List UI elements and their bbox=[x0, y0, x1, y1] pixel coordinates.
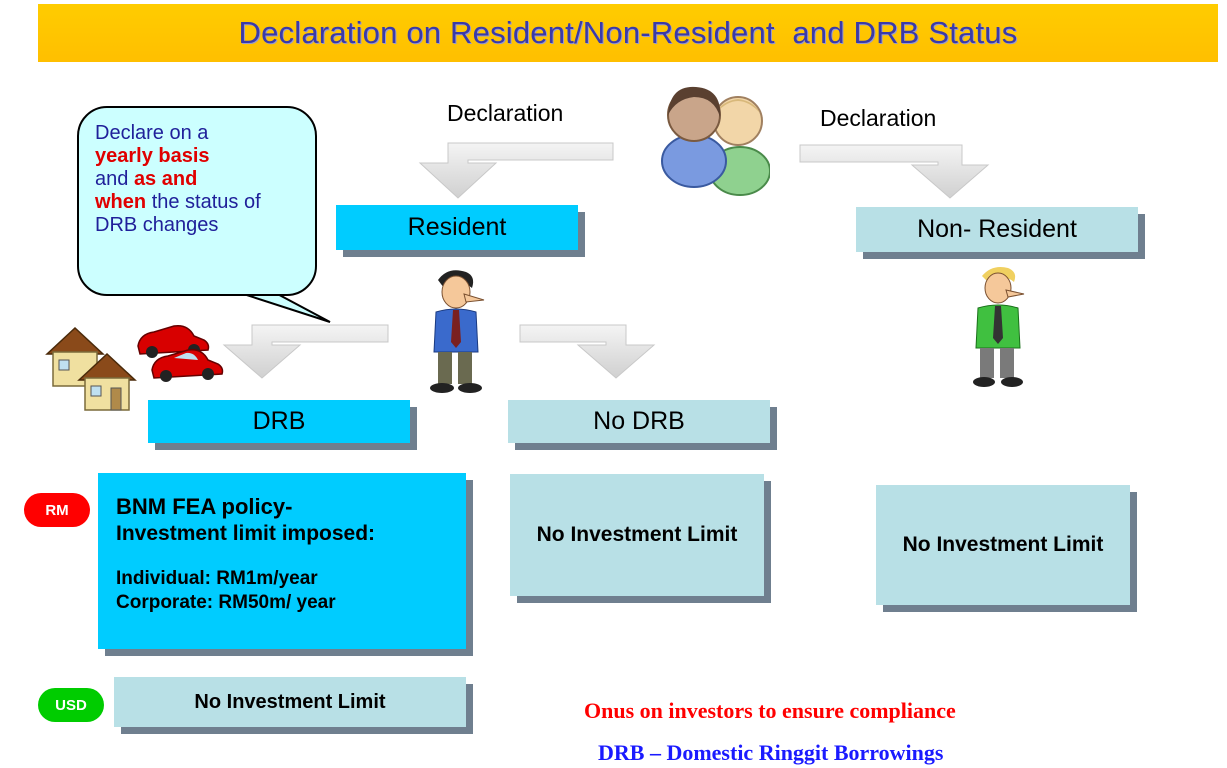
resident-box: Resident bbox=[336, 205, 578, 250]
policy-individual: Individual: RM1m/year bbox=[116, 567, 318, 589]
drb-definition: DRB – Domestic Ringgit Borrowings bbox=[598, 740, 944, 765]
usd-limit-text: No Investment Limit bbox=[194, 690, 386, 713]
policy-title: BNM FEA policy- bbox=[116, 494, 293, 519]
cars-icon bbox=[137, 324, 224, 382]
drb-box: DRB bbox=[148, 400, 410, 443]
arrow-to-non-resident bbox=[799, 144, 990, 199]
callout-yearly-basis: yearly basis bbox=[95, 145, 210, 167]
non-resident-box: Non- Resident bbox=[856, 207, 1138, 252]
rm-badge: RM bbox=[24, 493, 90, 527]
no-drb-limit-text: No Investment Limit bbox=[536, 522, 738, 546]
resident-label: Resident bbox=[407, 213, 507, 241]
people-icon bbox=[661, 86, 770, 196]
houses-icon bbox=[45, 326, 137, 411]
compliance-note: Onus on investors to ensure compliance bbox=[584, 698, 956, 723]
callout-as-and: as and bbox=[133, 168, 198, 190]
policy-limit-text: Investment limit imposed: bbox=[116, 521, 376, 545]
drb-label: DRB bbox=[252, 407, 306, 435]
callout-line1: Declare on a bbox=[95, 122, 209, 144]
callout-and: and bbox=[95, 168, 129, 190]
arrow-to-resident bbox=[418, 142, 614, 199]
non-resident-limit-text: No Investment Limit bbox=[902, 532, 1104, 556]
non-resident-label: Non- Resident bbox=[917, 215, 1077, 243]
callout-rest: the status of DRB changes bbox=[95, 191, 261, 236]
drb-policy-box: BNM FEA policy- Investment limit imposed… bbox=[98, 473, 466, 649]
arrow-to-no-drb bbox=[519, 324, 656, 379]
usd-badge: USD bbox=[38, 688, 104, 722]
non-resident-person-icon bbox=[973, 267, 1025, 387]
no-drb-limit-box: No Investment Limit bbox=[510, 474, 764, 596]
declaration-label-left: Declaration bbox=[447, 100, 564, 126]
declare-callout: Declare on a yearly basis and as and whe… bbox=[77, 106, 317, 296]
non-resident-limit-box: No Investment Limit bbox=[876, 485, 1130, 605]
page-title: Declaration on Resident/Non-Resident and… bbox=[238, 15, 1018, 50]
no-drb-label: No DRB bbox=[593, 407, 685, 435]
callout-when: when bbox=[95, 191, 147, 213]
resident-person-icon bbox=[430, 270, 485, 393]
usd-limit-box: No Investment Limit bbox=[114, 677, 466, 727]
arrow-to-drb bbox=[222, 324, 389, 379]
policy-corporate: Corporate: RM50m/ year bbox=[116, 591, 336, 613]
no-drb-box: No DRB bbox=[508, 400, 770, 443]
declaration-label-right: Declaration bbox=[820, 105, 937, 131]
title-bar: Declaration on Resident/Non-Resident and… bbox=[38, 4, 1218, 62]
